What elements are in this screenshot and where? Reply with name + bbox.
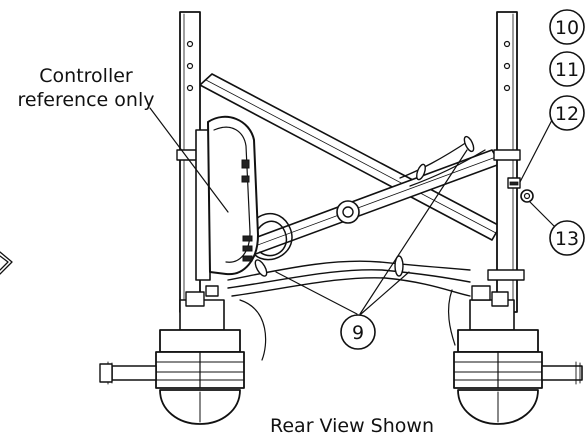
right-upright-post: [487, 11, 525, 313]
controller: [195, 115, 259, 281]
left-motor-assembly: [99, 285, 245, 425]
balloon-13: 13: [529, 201, 585, 256]
balloon-10-label: 10: [555, 17, 579, 39]
balloon-13-label: 13: [555, 228, 579, 250]
connector-12: [507, 177, 521, 189]
cable-ties: [254, 135, 475, 277]
balloon-9: 9: [275, 149, 468, 350]
balloon-11: 11: [549, 51, 585, 87]
balloon-11-label: 11: [555, 59, 579, 81]
balloon-12-label: 12: [555, 103, 579, 125]
partial-left-edge-part: [0, 251, 13, 275]
connector-13: [520, 189, 534, 203]
balloon-9-label: 9: [352, 322, 364, 344]
cross-brace-pivot: [336, 200, 360, 224]
cable-harness: [227, 139, 486, 361]
callout-line-2: reference only: [18, 89, 155, 111]
balloon-12: 12: [519, 95, 585, 183]
view-caption: Rear View Shown: [270, 415, 434, 437]
callout-line-1: Controller: [39, 65, 133, 87]
callout-leader-line: [149, 107, 229, 213]
right-motor-assembly: [453, 285, 583, 425]
balloon-10: 10: [549, 9, 585, 45]
